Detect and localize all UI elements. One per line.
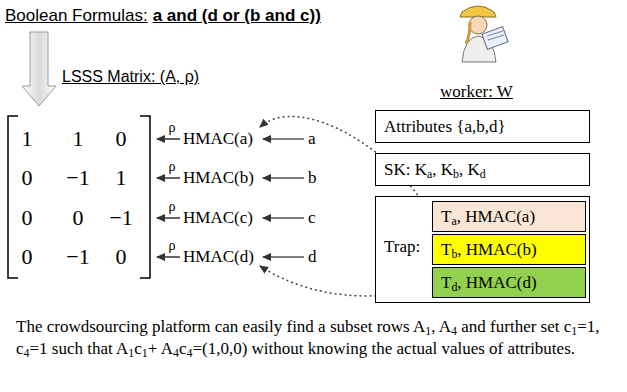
matrix-cell: 0 [116,126,127,151]
attribute-box: Attributes {a,b,d} [375,110,590,143]
row-arrow [263,138,304,139]
matrix-cell: 0 [22,244,33,269]
attribute-name: c [308,208,316,228]
hmac-label: HMAC(b) [183,168,254,188]
row-arrow [263,177,304,178]
row-arrow [157,138,180,139]
matrix-cell: 0 [22,205,33,230]
matrix-bracket [8,116,18,278]
rho-mapping: ρ [169,199,176,215]
attribute-name: b [308,168,317,188]
matrix-cell: −1 [66,244,89,269]
hmac-label: HMAC(a) [183,129,253,149]
rho-mapping: ρ [169,238,176,254]
attribute-name: a [308,129,316,149]
box-text: Ta, HMAC(a) [441,207,535,227]
matrix-cell: 0 [116,244,127,269]
hmac-label: HMAC(c) [183,208,253,228]
row-arrow [263,217,304,218]
box-text: Td, HMAC(d) [441,273,537,293]
trap-box: Trap: Ta, HMAC(a) Tb, HMAC(b) Td, HMAC(d) [375,196,590,303]
rho-mapping: ρ [169,159,176,175]
boolean-formula: a and (d or (b and c)) [153,6,321,26]
trapdoor-box: Td, HMAC(d) [432,267,586,298]
hmac-label: HMAC(d) [183,247,254,267]
worker-icon [460,6,508,62]
row-arrow [263,256,304,257]
trapdoor-box: Tb, HMAC(b) [432,234,586,265]
rho-mapping: ρ [169,120,176,136]
matrix-cell: 0 [73,205,84,230]
matrix-cell: 1 [116,165,127,190]
caption: The crowdsourcing platform can easily fi… [16,316,616,360]
box-text: Tb, HMAC(b) [441,240,537,260]
box-text: SK: Ka, Kb, Kd [384,160,486,180]
matrix-cell: 0 [22,165,33,190]
formula-heading: Boolean Formulas: [5,6,148,26]
matrix-cell: 1 [22,126,33,151]
matrix-cell: 1 [73,126,84,151]
attribute-name: d [308,247,317,267]
row-arrow [157,217,180,218]
matrix-cell: −1 [66,165,89,190]
box-text: Attributes {a,b,d} [384,117,506,137]
row-arrow [157,177,180,178]
matrix-bracket [140,116,150,278]
matrix-cell: −1 [109,205,132,230]
trapdoor-box: Ta, HMAC(a) [432,201,586,232]
box-text: Trap: [384,237,420,257]
row-arrow [157,256,180,257]
key-box: SK: Ka, Kb, Kd [375,153,590,186]
flow-arrow [22,32,56,106]
worker-label: worker: W [440,82,513,102]
matrix-heading: LSSS Matrix: (A, ρ) [62,68,199,86]
